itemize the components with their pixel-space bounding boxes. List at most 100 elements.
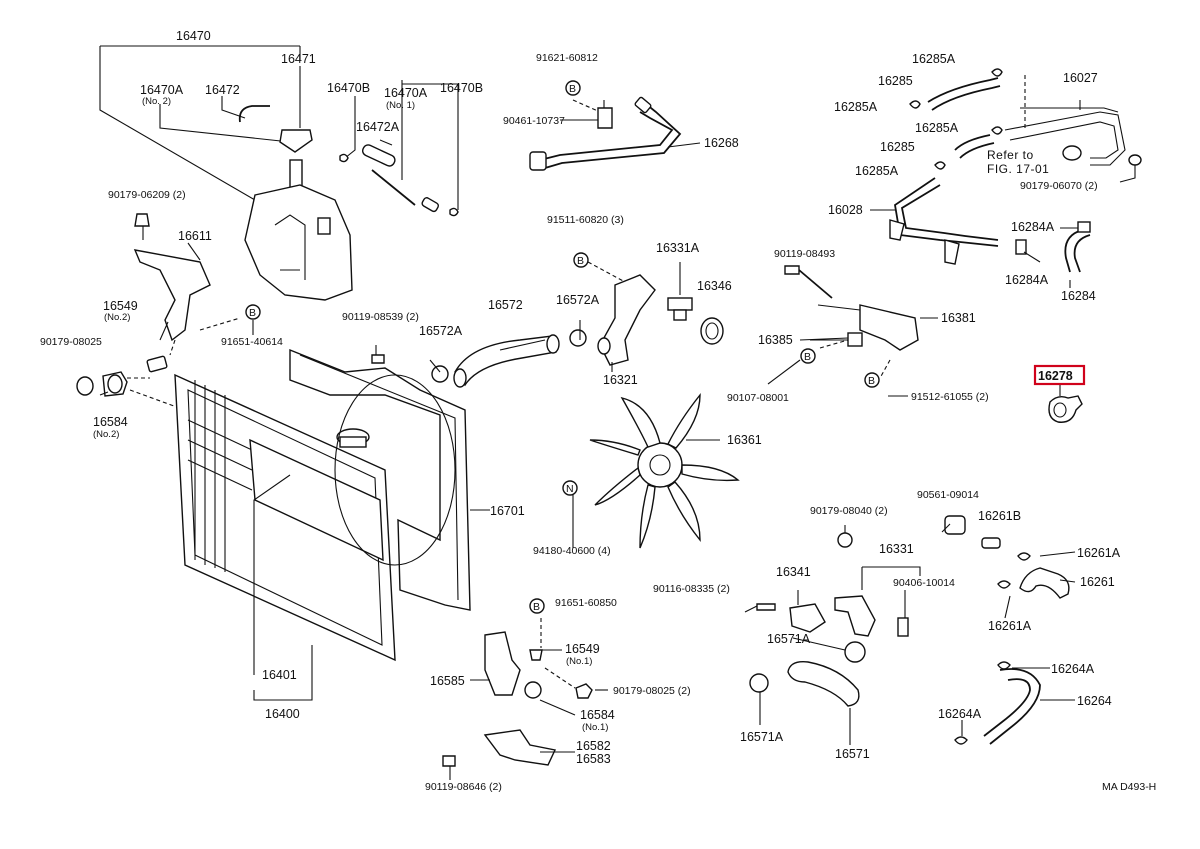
label-94180-40600[interactable]: 94180-40600 (4) (533, 545, 611, 557)
label-16385[interactable]: 16385 (758, 333, 793, 347)
label-16582[interactable]: 16582 (576, 739, 611, 753)
label-16028[interactable]: 16028 (828, 203, 863, 217)
label-16701[interactable]: 16701 (490, 504, 525, 518)
label-16584-no2-sub: (No.2) (93, 429, 119, 440)
left-bracket-group (76, 213, 241, 411)
refer-to-text: Refer to (987, 148, 1034, 162)
label-16470a-no2-sub: (No. 2) (142, 96, 171, 107)
upper-hose-group (371, 261, 724, 388)
label-16571[interactable]: 16571 (835, 747, 870, 761)
label-16331[interactable]: 16331 (879, 542, 914, 556)
label-16264[interactable]: 16264 (1077, 694, 1112, 708)
label-90461-10737[interactable]: 90461-10737 (503, 115, 565, 127)
marker-b: B (249, 307, 256, 319)
label-16261b[interactable]: 16261B (978, 509, 1021, 523)
label-90107-08001[interactable]: 90107-08001 (727, 392, 789, 404)
label-16470a-no1[interactable]: 16470A (384, 86, 428, 100)
label-16583[interactable]: 16583 (576, 752, 611, 766)
label-91651-40614[interactable]: 91651-40614 (221, 336, 283, 348)
label-16585[interactable]: 16585 (430, 674, 465, 688)
label-16264a-top[interactable]: 16264A (1051, 662, 1095, 676)
part-16278-group (1048, 384, 1083, 423)
marker-n: N (566, 483, 574, 495)
label-90179-08025-left[interactable]: 90179-08025 (40, 336, 102, 348)
label-16472a[interactable]: 16472A (356, 120, 400, 134)
label-16381[interactable]: 16381 (941, 311, 976, 325)
label-90406-10014[interactable]: 90406-10014 (893, 577, 955, 589)
label-16284a-top[interactable]: 16284A (1011, 220, 1055, 234)
label-91621-60812[interactable]: 91621-60812 (536, 52, 598, 64)
label-16278[interactable]: 16278 (1038, 369, 1073, 383)
label-16285a-1[interactable]: 16285A (912, 52, 956, 66)
radiator (174, 348, 471, 662)
label-16264a-bottom[interactable]: 16264A (938, 707, 982, 721)
label-90119-08493[interactable]: 90119-08493 (774, 248, 835, 260)
label-16470a-no2[interactable]: 16470A (140, 83, 184, 97)
label-16470b-left[interactable]: 16470B (327, 81, 370, 95)
label-16572a-left[interactable]: 16572A (419, 324, 463, 338)
label-16321[interactable]: 16321 (603, 373, 638, 387)
label-16268[interactable]: 16268 (704, 136, 739, 150)
label-16572a-right[interactable]: 16572A (556, 293, 600, 307)
label-16285a-3[interactable]: 16285A (915, 121, 959, 135)
label-16361[interactable]: 16361 (727, 433, 762, 447)
label-91651-60850[interactable]: 91651-60850 (555, 597, 617, 609)
label-16285a-4[interactable]: 16285A (855, 164, 899, 178)
label-16471[interactable]: 16471 (281, 52, 316, 66)
reservoir-group (99, 45, 459, 301)
label-16261[interactable]: 16261 (1080, 575, 1115, 589)
label-90179-08025-mid[interactable]: 90179-08025 (2) (613, 685, 691, 697)
label-16549-no2[interactable]: 16549 (103, 299, 138, 313)
part-labels: 16470 16471 16470A (No. 2) 16472 16470B … (40, 29, 1156, 793)
label-16346[interactable]: 16346 (697, 279, 732, 293)
label-16549-no2-sub: (No.2) (104, 312, 130, 323)
label-16331a[interactable]: 16331A (656, 241, 700, 255)
bypass-pipe-group (889, 68, 1142, 273)
label-16584-no2[interactable]: 16584 (93, 415, 128, 429)
label-16472[interactable]: 16472 (205, 83, 240, 97)
lower-middle-group (442, 618, 593, 780)
marker-b: B (569, 83, 576, 95)
lower-right-group (749, 515, 1070, 745)
label-16285a-2[interactable]: 16285A (834, 100, 878, 114)
label-90119-08539[interactable]: 90119-08539 (2) (342, 311, 419, 323)
label-16584-no1[interactable]: 16584 (580, 708, 615, 722)
marker-b: B (804, 351, 811, 363)
label-16284a-bottom[interactable]: 16284A (1005, 273, 1049, 287)
label-16285-top[interactable]: 16285 (878, 74, 913, 88)
label-16571a-top[interactable]: 16571A (767, 632, 811, 646)
label-90119-08646[interactable]: 90119-08646 (2) (425, 781, 502, 793)
label-16027[interactable]: 16027 (1063, 71, 1098, 85)
label-16284[interactable]: 16284 (1061, 289, 1096, 303)
b-markers: B B B B B B N (245, 80, 880, 614)
label-16285-mid[interactable]: 16285 (880, 140, 915, 154)
label-90116-08335[interactable]: 90116-08335 (2) (653, 583, 730, 595)
label-91511-60820[interactable]: 91511-60820 (3) (547, 214, 624, 226)
label-16470a-no1-sub: (No. 1) (386, 100, 415, 111)
label-16549-no1[interactable]: 16549 (565, 642, 600, 656)
fan (572, 393, 740, 549)
marker-b: B (868, 375, 875, 387)
label-16401[interactable]: 16401 (262, 668, 297, 682)
diagram-reference-code: MA D493-H (1102, 781, 1156, 793)
label-16261a-top[interactable]: 16261A (1077, 546, 1121, 560)
label-16611[interactable]: 16611 (178, 229, 212, 243)
label-16400[interactable]: 16400 (265, 707, 300, 721)
label-16549-no1-sub: (No.1) (566, 656, 592, 667)
label-16470b-right[interactable]: 16470B (440, 81, 483, 95)
bracket-16381-group (784, 265, 919, 379)
label-16572[interactable]: 16572 (488, 298, 523, 312)
label-16571a-bottom[interactable]: 16571A (740, 730, 784, 744)
label-90561-09014[interactable]: 90561-09014 (917, 489, 979, 501)
label-90179-06070[interactable]: 90179-06070 (2) (1020, 180, 1098, 192)
refer-fig-text[interactable]: FIG. 17-01 (987, 162, 1049, 176)
label-90179-06209[interactable]: 90179-06209 (2) (108, 189, 186, 201)
label-91512-61055[interactable]: 91512-61055 (2) (911, 391, 989, 403)
label-16584-no1-sub: (No.1) (582, 722, 608, 733)
label-16341[interactable]: 16341 (776, 565, 811, 579)
label-90179-08040[interactable]: 90179-08040 (2) (810, 505, 888, 517)
label-16261a-bottom[interactable]: 16261A (988, 619, 1032, 633)
label-16470[interactable]: 16470 (176, 29, 211, 43)
pipe-16268-group (529, 96, 682, 171)
